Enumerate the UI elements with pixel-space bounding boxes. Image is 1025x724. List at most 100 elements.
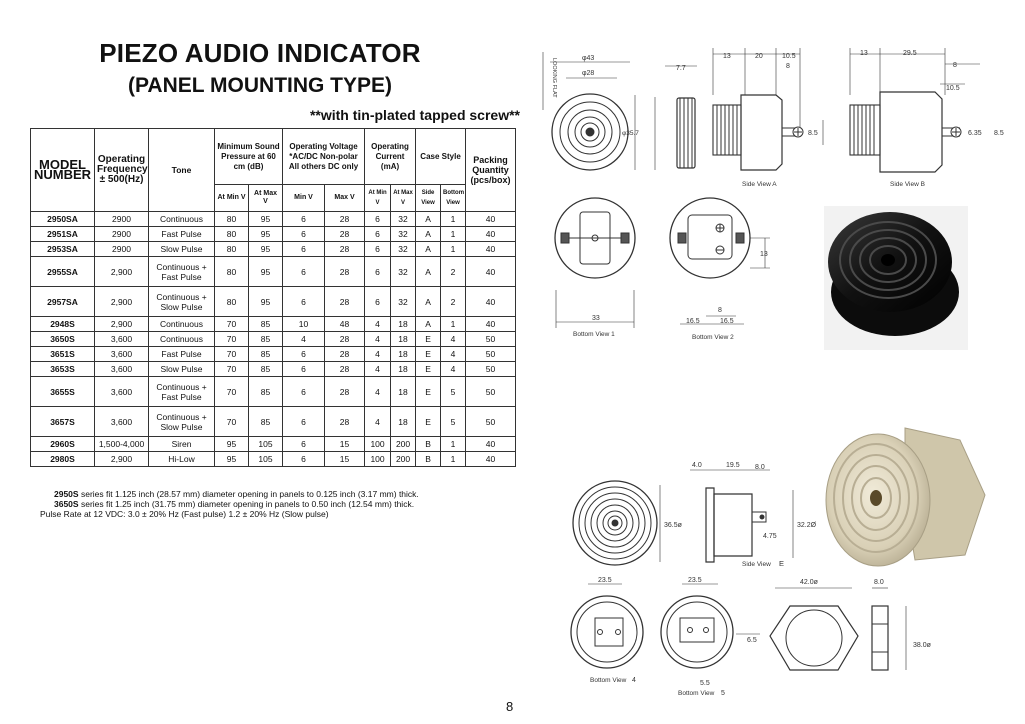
cell-model: 2955SA xyxy=(30,256,95,287)
cell-freq: 3,600 xyxy=(94,346,149,362)
dim-d357: φ35.7 xyxy=(622,130,639,137)
cell-bottom: 1 xyxy=(440,241,467,257)
dim-b-295: 29.5 xyxy=(903,50,917,57)
cell-model: 3657S xyxy=(30,406,95,437)
cell-spl-max: 85 xyxy=(247,331,284,347)
cell-v-min: 6 xyxy=(282,256,326,287)
cell-i-max: 18 xyxy=(390,406,417,437)
cell-freq: 2,900 xyxy=(94,316,149,332)
dim-a-85: 8.5 xyxy=(808,130,818,137)
header-current: Operating Current (mA) xyxy=(364,128,417,185)
header-sound-pressure: Minimum Sound Pressure at 60 cm (dB) xyxy=(213,128,284,185)
cell-v-min: 6 xyxy=(282,376,326,407)
cell-freq: 2,900 xyxy=(94,451,149,467)
cell-v-min: 6 xyxy=(282,346,326,362)
page-subtitle: (PANEL MOUNTING TYPE) xyxy=(127,74,393,97)
dim-d28: φ28 xyxy=(582,70,594,77)
dim-b-85: 8.5 xyxy=(994,130,1004,137)
cell-bottom: 1 xyxy=(440,451,467,467)
cell-side: A xyxy=(415,211,442,227)
cell-freq: 1,500-4,000 xyxy=(94,436,149,452)
dim-e-40: 4.0 xyxy=(692,462,702,469)
cell-i-max: 32 xyxy=(390,226,417,242)
cell-i-min: 6 xyxy=(364,226,392,242)
cell-i-max: 18 xyxy=(390,361,417,377)
cell-tone: Slow Pulse xyxy=(148,241,215,257)
cell-v-max: 15 xyxy=(324,436,366,452)
bottom-view-1-label: Bottom View 1 xyxy=(573,331,615,338)
footnote-3650s: 3650S series fit 1.25 inch (31.75 mm) di… xyxy=(36,499,414,509)
dim-b-635: 6.35 xyxy=(968,130,982,137)
cell-v-max: 48 xyxy=(324,316,366,332)
cell-v-max: 28 xyxy=(324,406,366,437)
cell-v-max: 28 xyxy=(324,361,366,377)
cell-v-min: 6 xyxy=(282,406,326,437)
cell-tone: Fast Pulse xyxy=(148,346,215,362)
side-view-a-label: Side View A xyxy=(742,181,777,188)
footnote-2950s-model: 2950S xyxy=(54,489,79,499)
cell-spl-max: 85 xyxy=(247,316,284,332)
cell-spl-min: 95 xyxy=(214,436,249,452)
side-view-e-label: Side View xyxy=(742,561,771,568)
cell-freq: 3,600 xyxy=(94,406,149,437)
dim-e-475: 4.75 xyxy=(763,533,777,540)
cell-i-max: 32 xyxy=(390,241,417,257)
header-case-style: Case Style xyxy=(415,128,467,185)
cell-pack: 40 xyxy=(465,211,517,227)
cell-v-min: 6 xyxy=(282,361,326,377)
subheader-volt-max: Max V xyxy=(324,184,366,212)
cell-bottom: 2 xyxy=(440,286,467,317)
dim-e-80: 8.0 xyxy=(755,464,765,471)
footnote-2950s-text: series fit 1.125 inch (28.57 mm) diamete… xyxy=(80,489,419,499)
spec-table: MODEL NUMBER Operating Frequency ± 500(H… xyxy=(30,128,517,467)
bottom-view-1: 33 Bottom View 1 xyxy=(554,197,636,338)
dim-b-105: 10.5 xyxy=(946,85,960,92)
cell-bottom: 5 xyxy=(440,376,467,407)
cell-v-min: 6 xyxy=(282,451,326,467)
cell-side: A xyxy=(415,316,442,332)
side-view-b: 13 29.5 8 10.5 6.35 8.5 Side View B xyxy=(849,48,1004,188)
cell-tone: Hi-Low xyxy=(148,451,215,467)
cell-freq: 3,600 xyxy=(94,331,149,347)
cell-bottom: 1 xyxy=(440,316,467,332)
subheader-spl-max: At Max V xyxy=(247,184,284,212)
cell-i-max: 18 xyxy=(390,346,417,362)
cell-model: 2951SA xyxy=(30,226,95,242)
dim-bv4-235: 23.5 xyxy=(598,577,612,584)
cell-pack: 40 xyxy=(465,286,517,317)
dim-a-77: 7.7 xyxy=(676,65,686,72)
page-title: PIEZO AUDIO INDICATOR xyxy=(99,38,421,68)
bottom-view-4-label: Bottom View xyxy=(590,677,627,684)
dim-bv1-33: 33 xyxy=(592,315,600,322)
cell-bottom: 1 xyxy=(440,211,467,227)
footnote-3650s-model: 3650S xyxy=(54,499,79,509)
cell-spl-max: 95 xyxy=(247,226,284,242)
cell-spl-min: 70 xyxy=(214,376,249,407)
cell-i-min: 4 xyxy=(364,376,392,407)
cell-v-min: 6 xyxy=(282,211,326,227)
cell-spl-max: 85 xyxy=(247,376,284,407)
cell-side: A xyxy=(415,286,442,317)
bottom-view-5-num: 5 xyxy=(721,690,725,697)
cell-pack: 40 xyxy=(465,226,517,242)
cell-model: 3655S xyxy=(30,376,95,407)
side-view-b-label: Side View B xyxy=(890,181,925,188)
cell-model: 2950SA xyxy=(30,211,95,227)
cell-spl-min: 80 xyxy=(214,286,249,317)
dim-b-13: 13 xyxy=(860,50,868,57)
photo-cream-buzzer xyxy=(825,427,986,567)
footnote-pulse-rate: Pulse Rate at 12 VDC: 3.0 ± 20% Hz (Fast… xyxy=(40,509,329,519)
bottom-view-2-label: Bottom View 2 xyxy=(692,334,734,341)
cell-model: 3653S xyxy=(30,361,95,377)
cell-freq: 3,600 xyxy=(94,361,149,377)
cell-spl-min: 70 xyxy=(214,316,249,332)
